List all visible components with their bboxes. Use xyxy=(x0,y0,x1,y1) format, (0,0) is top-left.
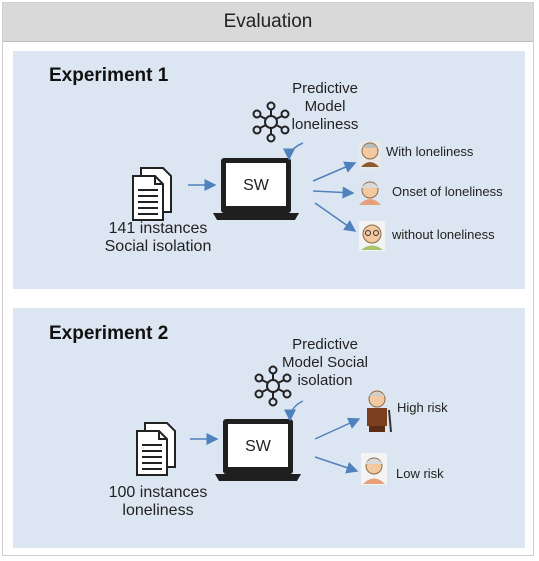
header-title: Evaluation xyxy=(3,3,533,42)
sw-label: SW xyxy=(243,177,269,194)
evaluation-frame: Evaluation xyxy=(2,2,534,556)
output-label: without loneliness xyxy=(392,227,495,242)
instances-line: Social isolation xyxy=(104,238,212,255)
network-icon xyxy=(254,365,292,407)
output-label: Onset of loneliness xyxy=(392,184,503,199)
document-icon xyxy=(132,167,172,221)
elderly-woman-icon xyxy=(359,181,381,205)
output-label: Low risk xyxy=(396,466,444,481)
instances-line: 100 instances xyxy=(108,484,208,501)
elderly-man-icon xyxy=(359,141,381,169)
diagram-graphics xyxy=(132,101,392,485)
model-label-line: loneliness xyxy=(291,116,359,133)
document-icon xyxy=(136,422,176,476)
sw-label: SW xyxy=(245,438,271,455)
model-label-line: Model Social xyxy=(282,354,368,371)
instances-line: 141 instances xyxy=(108,220,208,237)
model-label-line: Predictive xyxy=(292,336,358,353)
laptop-icon xyxy=(213,158,299,220)
instances-label: 100 instances loneliness xyxy=(93,484,223,520)
laptop-icon xyxy=(215,419,301,481)
model-label: Predictive Model loneliness xyxy=(277,80,373,134)
network-icon xyxy=(252,101,290,143)
model-label-line: Model xyxy=(304,98,346,115)
experiment-1-title: Experiment 1 xyxy=(49,65,169,86)
output-label: High risk xyxy=(397,400,448,415)
elderly-man-glasses-icon xyxy=(359,221,385,251)
elderly-man-cane-icon xyxy=(367,390,392,433)
elderly-woman-icon xyxy=(361,453,387,485)
instances-label: 141 instances Social isolation xyxy=(93,220,223,256)
output-label: With loneliness xyxy=(386,144,474,159)
model-label-line: isolation xyxy=(297,372,353,389)
model-label-line: Predictive xyxy=(292,80,358,97)
experiment-2-title: Experiment 2 xyxy=(49,323,169,344)
instances-line: loneliness xyxy=(122,502,194,519)
model-label: Predictive Model Social isolation xyxy=(271,336,379,390)
